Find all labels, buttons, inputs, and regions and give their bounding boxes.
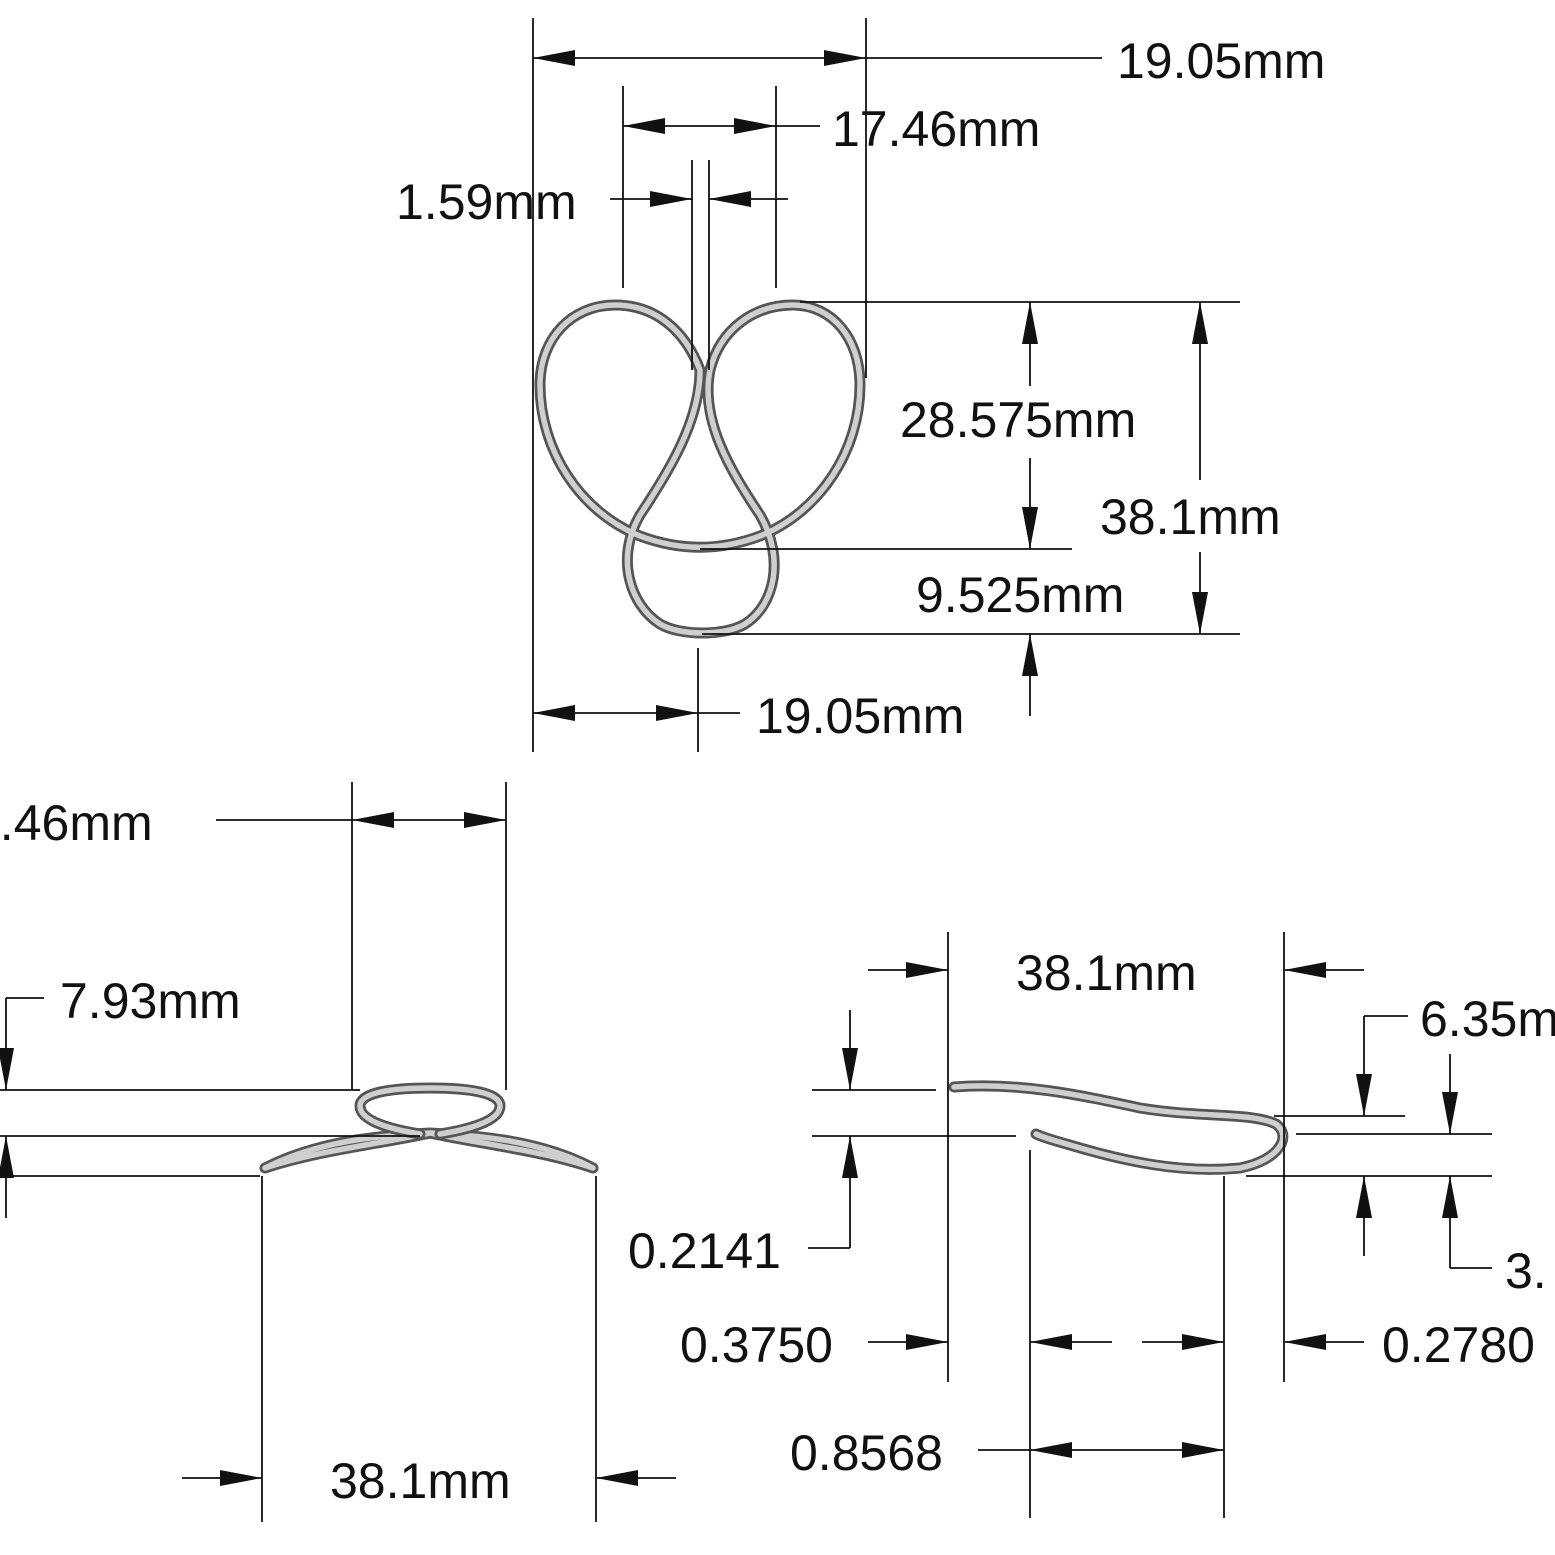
dim-inner-span-dashed [1030, 1334, 1224, 1350]
label-front-height: 7.93mm [60, 973, 241, 1029]
label-hook-height: 6.35m [1420, 991, 1555, 1047]
dim-inner-length: 0.8568 [790, 1425, 1224, 1481]
dim-upper-height: 28.575mm [900, 302, 1136, 549]
dim-hook-height: 6.35m [1356, 991, 1555, 1256]
label-overall-height: 38.1mm [1100, 489, 1281, 545]
label-loop-span: 17.46mm [832, 101, 1040, 157]
dim-front-height: 7.93mm [0, 973, 241, 1218]
dim-loop-span: 17.46mm [623, 101, 1040, 157]
label-upper-height: 28.575mm [900, 392, 1136, 448]
dim-overall-length: 38.1mm [868, 945, 1364, 1001]
label-base-width: 38.1mm [330, 1453, 511, 1509]
dim-wire-gap: 1.59mm [396, 174, 788, 230]
dim-overall-height: 38.1mm [1100, 302, 1281, 634]
dim-bottom-value: 3. [1442, 1054, 1547, 1299]
dim-gap: 0.2141 [628, 1010, 858, 1279]
dim-top-width: 7.46mm [0, 795, 506, 851]
front-view: 7.46mm 7.93mm 38.1mm [0, 782, 676, 1522]
label-wire-gap: 1.59mm [396, 174, 577, 230]
label-left-offset: 0.3750 [680, 1317, 833, 1373]
dim-right-offset: 0.2780 [1284, 1317, 1535, 1373]
dim-bottom-offset: 19.05mm [533, 688, 964, 744]
dim-width-overall: 19.05mm [533, 33, 1325, 89]
top-view: 19.05mm 17.46mm 1.59mm 28.575mm [396, 18, 1325, 752]
side-view-wire [948, 1080, 1289, 1175]
label-right-offset: 0.2780 [1382, 1317, 1535, 1373]
side-view: 38.1mm 0.2141 0.3750 0.2780 [628, 932, 1555, 1518]
front-view-extension-lines [0, 782, 597, 1522]
label-gap: 0.2141 [628, 1223, 781, 1279]
label-lower-loop: 9.525mm [916, 567, 1124, 623]
label-bottom-offset: 19.05mm [756, 688, 964, 744]
top-view-wire [534, 299, 866, 639]
label-inner-length: 0.8568 [790, 1425, 943, 1481]
side-view-extension-lines [812, 932, 1492, 1518]
dim-lower-loop: 9.525mm [916, 567, 1124, 716]
dim-left-offset: 0.3750 [680, 1317, 948, 1373]
label-top-width: 7.46mm [0, 795, 153, 851]
front-view-wire [259, 1082, 599, 1174]
top-view-extension-lines [532, 18, 1240, 752]
dim-base-width: 38.1mm [182, 1453, 676, 1509]
label-width-overall: 19.05mm [1117, 33, 1325, 89]
label-bottom-value: 3. [1505, 1243, 1547, 1299]
label-overall-length: 38.1mm [1016, 945, 1197, 1001]
